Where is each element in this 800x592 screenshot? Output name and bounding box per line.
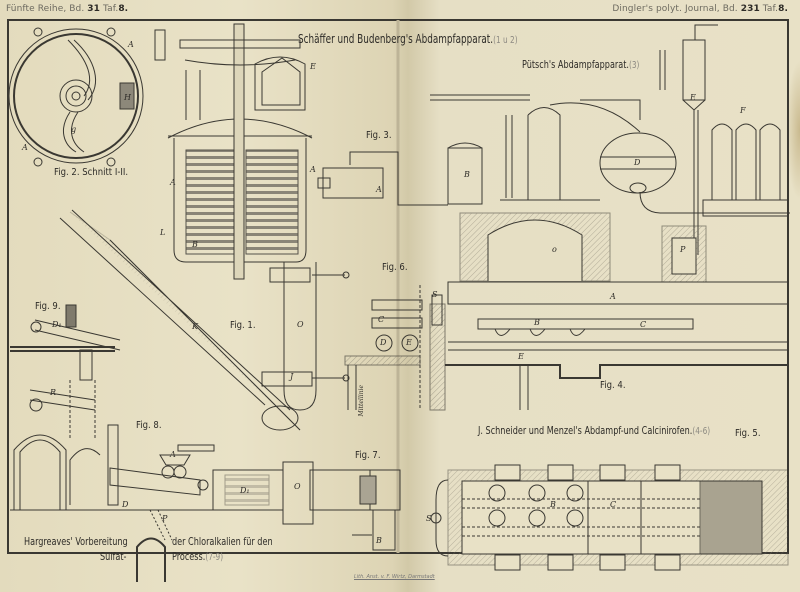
title-schaeffer-text: Schäffer und Budenberg's Abdampfapparat.	[298, 32, 494, 46]
title-hargreaves-line1: Hargreaves' Vorbereitung	[24, 535, 128, 548]
letter-fig3-h: o	[552, 245, 557, 254]
header-left-prefix: Fünfte Reihe, Bd.	[6, 4, 85, 14]
letter-fig4-E: E	[518, 352, 524, 361]
fig2-circular-section	[8, 27, 144, 167]
title-puetsch-text: Pütsch's Abdampfapparat.	[522, 58, 629, 71]
letter-fig1-K: K	[192, 322, 198, 331]
letter-fig3-A: A	[376, 185, 382, 194]
title-hargreaves-line3: Sulfat-	[100, 550, 127, 563]
header-left-taf-prefix: Taf.	[103, 4, 119, 14]
letter-fig7-D1: D₁	[240, 486, 250, 495]
letter-fig4-A: A	[610, 292, 616, 301]
letter-fig5-C: C	[610, 500, 617, 509]
fig6-section	[344, 285, 423, 410]
letter-fig3-F: F	[740, 106, 746, 115]
letter-fig8-D: D	[122, 500, 129, 509]
letter-fig1-A: A	[310, 165, 316, 174]
fig4-furnace	[429, 281, 789, 411]
letter-fig4-C: C	[640, 320, 647, 329]
letter-fig1-L: L	[160, 228, 166, 237]
letter-fig2-H: H	[124, 93, 131, 102]
title-puetsch: Pütsch's Abdampfapparat.(3)	[522, 58, 639, 71]
fig2-label: Fig. 2. Schnitt I-II.	[54, 167, 129, 178]
title-schaeffer: Schäffer und Budenberg's Abdampfapparat.…	[298, 32, 518, 46]
letter-fig6-E: E	[406, 338, 412, 347]
fig5-label: Fig. 5.	[735, 428, 761, 439]
header-right-volume: 231	[740, 4, 760, 14]
header-left-volume: 31	[87, 4, 101, 14]
letter-fig3-B: B	[464, 170, 470, 179]
title-puetsch-ref: (3)	[628, 60, 640, 71]
fig5-plan	[430, 464, 789, 571]
letter-fig2-A: A	[128, 40, 134, 49]
letter-fig3-E: E	[690, 93, 696, 102]
header-right-prefix: Dingler's polyt. Journal, Bd.	[612, 4, 738, 14]
letter-fig6-C: C	[378, 315, 385, 324]
title-schaeffer-ref: (1 u 2)	[493, 35, 518, 46]
fig1-evaporator	[59, 23, 350, 431]
header-right: Dingler's polyt. Journal, Bd. 231 Taf.8.	[612, 4, 788, 14]
fig7-plan	[212, 461, 401, 551]
letter-fig9-R: R	[50, 388, 57, 397]
title-hargreaves-line2: der Chloralkalien für den	[172, 535, 273, 548]
letter-fig3-n: P	[680, 245, 686, 254]
letter-fig5-B: B	[550, 500, 556, 509]
letter-fig1-J: J	[290, 372, 294, 381]
letter-fig1-O: O	[297, 320, 304, 329]
fig7-label: Fig. 7.	[355, 450, 381, 461]
letter-fig6-D: D	[380, 338, 387, 347]
letter-fig3-D: D	[634, 158, 641, 167]
condenser-tubes-F	[702, 123, 789, 217]
fig3-puetsch-apparatus	[317, 24, 790, 283]
paper-stain	[786, 60, 800, 200]
letter-fig1-E: E	[310, 62, 316, 71]
fig8-label: Fig. 8.	[136, 420, 162, 431]
letter-fig2-g: g	[71, 125, 77, 134]
letter-fig4-B: B	[534, 318, 540, 327]
letter-fig1-A2: A	[170, 178, 176, 187]
lithographer-imprint: Lith. Anst. v. F. Wirtz, Darmstadt	[354, 574, 435, 580]
fig3-label: Fig. 3.	[366, 130, 392, 141]
letter-fig1-B: B	[192, 240, 198, 249]
title-schneider: J. Schneider und Menzel's Abdampf-und Ca…	[478, 424, 710, 437]
letter-fig7-B: B	[376, 536, 382, 545]
title-hargreaves-line4-text: Process.	[172, 550, 206, 563]
fig1-label: Fig. 1.	[230, 320, 256, 331]
hargreaves-arch	[136, 537, 166, 582]
letter-fig4-S: S	[432, 290, 438, 299]
fig9-label: Fig. 9.	[35, 301, 61, 312]
title-schneider-ref: (4-6)	[692, 426, 711, 437]
header-right-taf: 8.	[778, 4, 788, 14]
letter-fig7-O: O	[294, 482, 301, 491]
fig6-label: Fig. 6.	[382, 262, 408, 273]
header-right-taf-prefix: Taf.	[762, 4, 779, 14]
letter-fig2-A2: A	[22, 143, 28, 152]
title-schneider-text: J. Schneider und Menzel's Abdampf-und Ca…	[478, 424, 693, 437]
title-hargreaves-line4: Process.(7-9)	[172, 550, 223, 563]
letter-fig8-A: A	[170, 450, 176, 459]
letter-fig9-D1: D₁	[52, 320, 62, 329]
letter-fig5-S: S	[426, 514, 432, 523]
label-mittellinie: Mittellinie	[358, 385, 365, 417]
fig4-label: Fig. 4.	[600, 380, 626, 391]
title-hargreaves-line4-ref: (7-9)	[205, 552, 224, 563]
header-left: Fünfte Reihe, Bd. 31 Taf.8.	[6, 4, 128, 14]
letter-fig8-P: P	[162, 514, 168, 523]
fig9-conveyor	[10, 304, 121, 440]
header-left-taf: 8.	[118, 4, 129, 14]
fig8-arches	[10, 424, 215, 511]
